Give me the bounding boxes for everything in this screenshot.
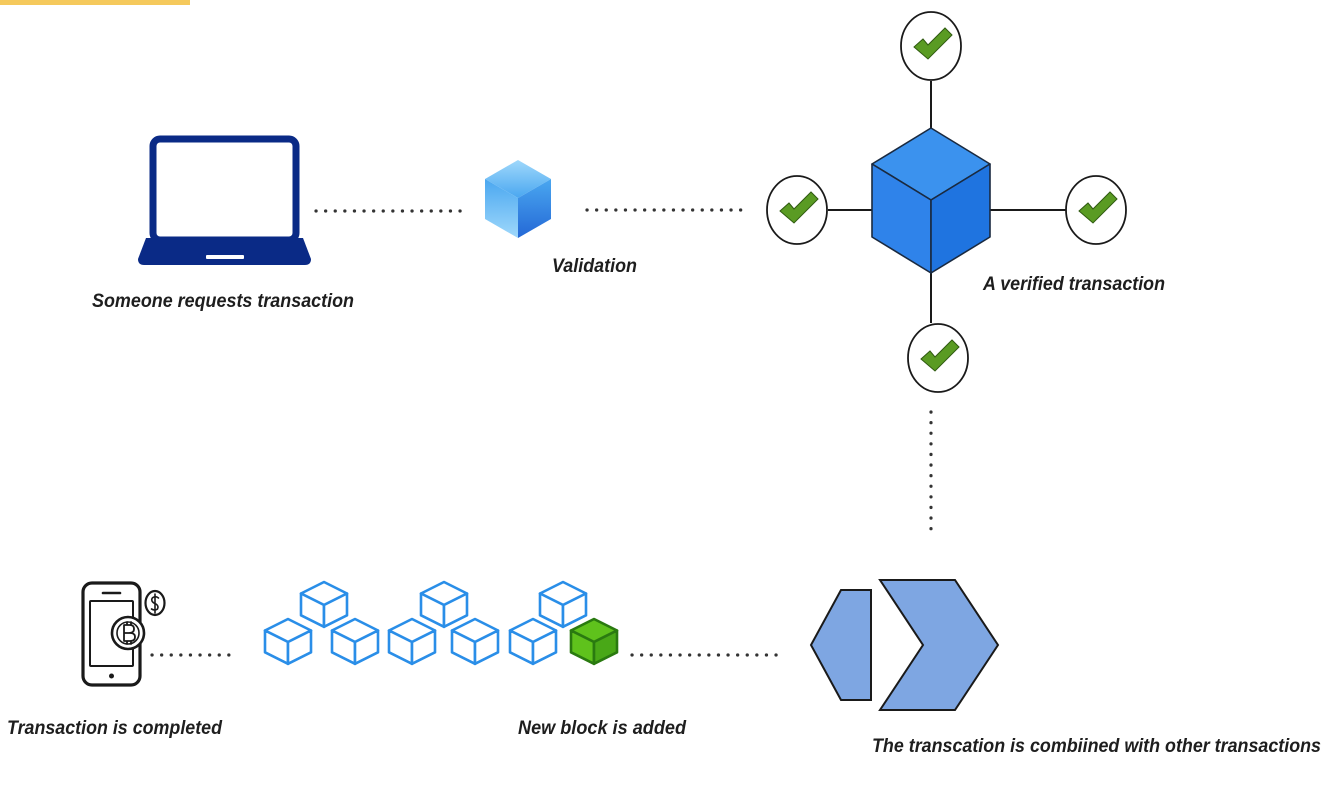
block-cluster-icon [263,580,619,666]
block-cube-face [353,629,380,666]
laptop-trackpad [206,255,244,259]
block-cube [419,580,469,629]
laptop-base [138,238,311,265]
laptop-screen [149,135,300,244]
label-verified: A verified transaction [982,274,1165,295]
connectors [150,208,933,657]
block-cube-face [410,629,437,666]
bitcoin-coin-icon [110,615,146,651]
label-new-block: New block is added [518,718,686,739]
check-circle-right [1065,175,1127,245]
validation-cube-left [485,179,518,238]
new-block-cube-face [592,629,619,666]
corner-accent-tab [0,0,190,5]
block-cube [538,580,588,629]
block-cube [263,617,313,666]
validation-cube-right [518,179,551,238]
label-request: Someone requests transaction [92,291,354,312]
check-mark-icon [913,27,953,60]
verified-transaction-hub [766,11,1127,393]
cube-icon [485,160,551,238]
mobile-payment-icon [81,581,166,687]
combine-arrow-icon [809,579,1000,711]
label-completed: Transaction is completed [7,718,222,739]
label-validation: Validation [552,256,637,277]
combine-chevron-piece [878,579,1000,711]
block-cube-face [473,629,500,666]
diagram-labels: Someone requests transaction Validation … [7,256,1321,757]
block-cube [450,617,500,666]
block-cube [299,580,349,629]
block-cube [330,617,380,666]
block-cube-face [322,592,349,629]
check-mark-icon [920,339,960,372]
dollar-coin-icon [144,589,166,617]
cube-icon [871,127,991,274]
laptop-icon [138,135,311,265]
new-block-cube [569,617,619,666]
block-cube-face [561,592,588,629]
block-cube-face [531,629,558,666]
check-mark-icon [779,191,819,224]
block-cube-face [442,592,469,629]
combine-left-piece [809,589,872,701]
verified-cube-right [930,163,991,274]
check-circle-top [900,11,962,81]
block-cube-face [286,629,313,666]
check-circle-bottom [907,323,969,393]
block-cube [387,617,437,666]
check-mark-icon [1078,191,1118,224]
hub-spokes [828,81,1066,323]
phone-home-button [109,673,114,679]
block-cube [508,617,558,666]
label-combined: The transcation is combiined with other … [872,736,1321,757]
check-circle-left [766,175,828,245]
